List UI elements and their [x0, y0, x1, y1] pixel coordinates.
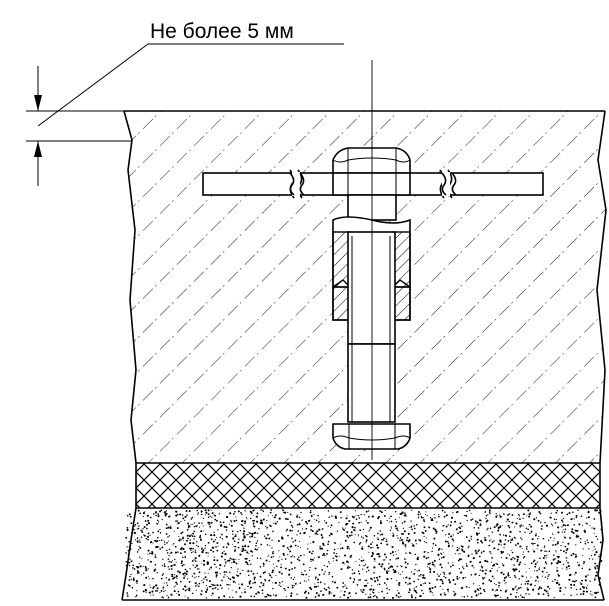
hex-nut-top: [332, 147, 411, 196]
hex-nut-bottom: [332, 423, 411, 450]
dimension-callout: Не более 5 мм: [26, 20, 344, 186]
dimension-note: Не более 5 мм: [150, 20, 294, 43]
waterproofing-layer: [135, 462, 601, 509]
anchor-bolt: [332, 60, 411, 460]
sand-gravel-base: [121, 507, 605, 601]
